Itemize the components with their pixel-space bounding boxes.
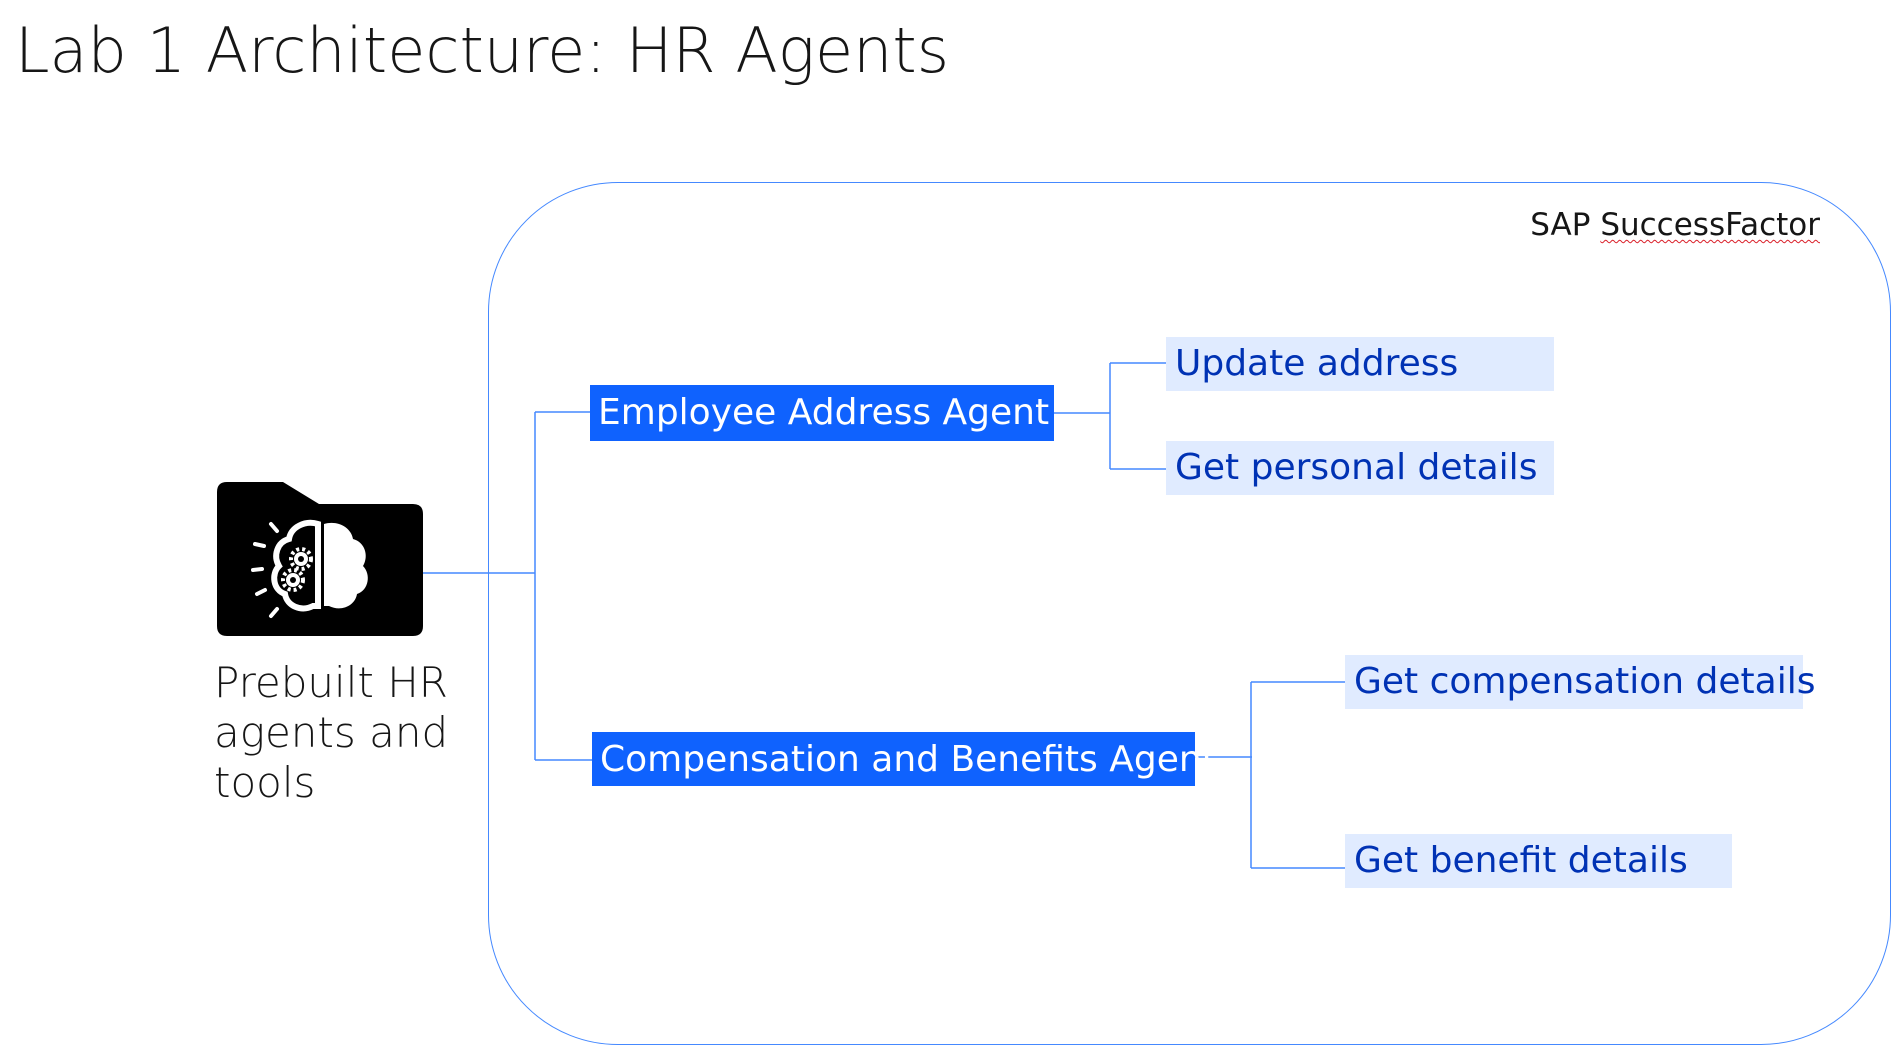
source-label: Prebuilt HR agents and tools bbox=[214, 658, 449, 807]
tool-get-personal-details: Get personal details bbox=[1166, 441, 1554, 495]
container-label-word: SuccessFactor bbox=[1600, 207, 1820, 243]
agent-compensation-benefits: Compensation and Benefits Agent bbox=[592, 732, 1216, 786]
page-title: Lab 1 Architecture: HR Agents bbox=[15, 14, 949, 87]
tool-get-benefit-details: Get benefit details bbox=[1345, 834, 1732, 888]
sap-successfactor-container bbox=[488, 182, 1891, 1045]
tool-update-address: Update address bbox=[1166, 337, 1554, 391]
container-label-prefix: SAP bbox=[1530, 207, 1601, 243]
brain-gears-folder-icon bbox=[217, 482, 423, 636]
tool-get-compensation-details: Get compensation details bbox=[1345, 655, 1815, 709]
agent-employee-address: Employee Address Agent bbox=[590, 385, 1054, 441]
container-label: SAP SuccessFactor bbox=[1530, 207, 1820, 243]
